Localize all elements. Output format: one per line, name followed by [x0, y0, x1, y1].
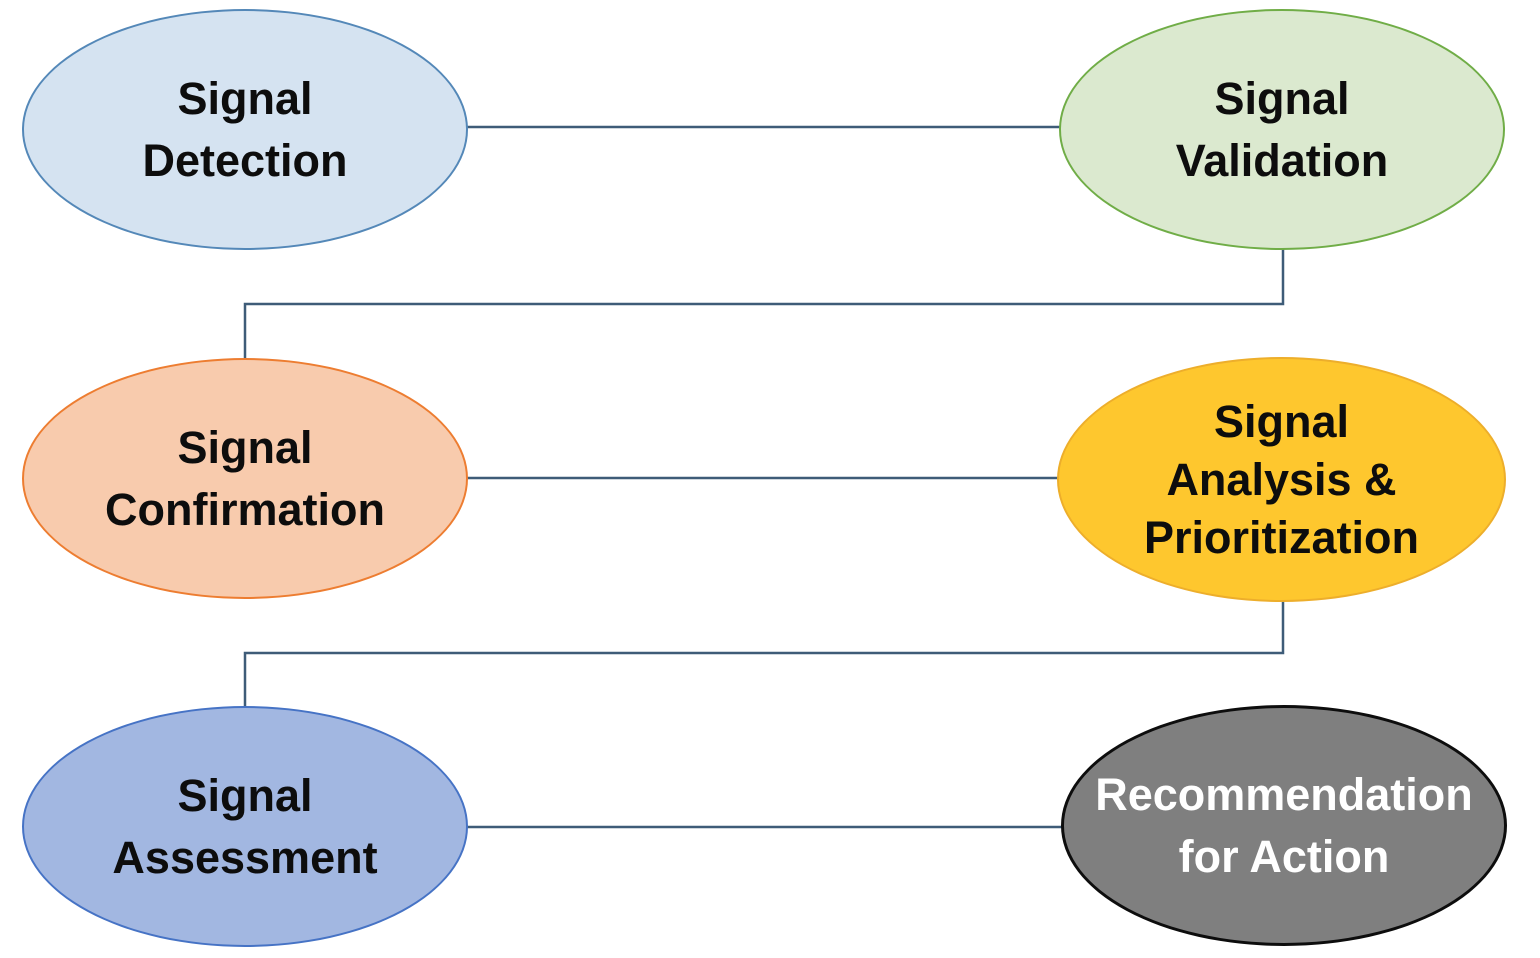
node-signal-assessment: Signal Assessment	[22, 706, 468, 947]
node-signal-validation: Signal Validation	[1059, 9, 1505, 250]
node-label-line: Signal	[1214, 72, 1350, 124]
node-label-line: for Action	[1178, 830, 1390, 882]
node-label-line: Signal	[177, 421, 313, 473]
node-label-line: Assessment	[112, 831, 378, 883]
edge-analysis-to-assessment	[243, 600, 1285, 708]
node-label-line: Detection	[142, 134, 348, 186]
node-label-line: Validation	[1175, 134, 1389, 186]
node-label-line: Signal	[1213, 395, 1350, 447]
node-label-line: Analysis &	[1166, 453, 1397, 505]
node-label-line: Recommendation	[1095, 768, 1473, 820]
node-signal-analysis-prioritization: Signal Analysis & Prioritization	[1057, 357, 1506, 602]
node-label-line: Signal	[177, 769, 313, 821]
node-recommendation-for-action: Recommendation for Action	[1061, 705, 1507, 946]
node-label-line: Signal	[177, 72, 313, 124]
node-label-line: Confirmation	[105, 483, 385, 535]
edge-validation-to-confirmation	[243, 249, 1285, 360]
node-signal-confirmation: Signal Confirmation	[22, 358, 468, 599]
node-signal-detection: Signal Detection	[22, 9, 468, 250]
node-label-line: Prioritization	[1143, 511, 1419, 563]
